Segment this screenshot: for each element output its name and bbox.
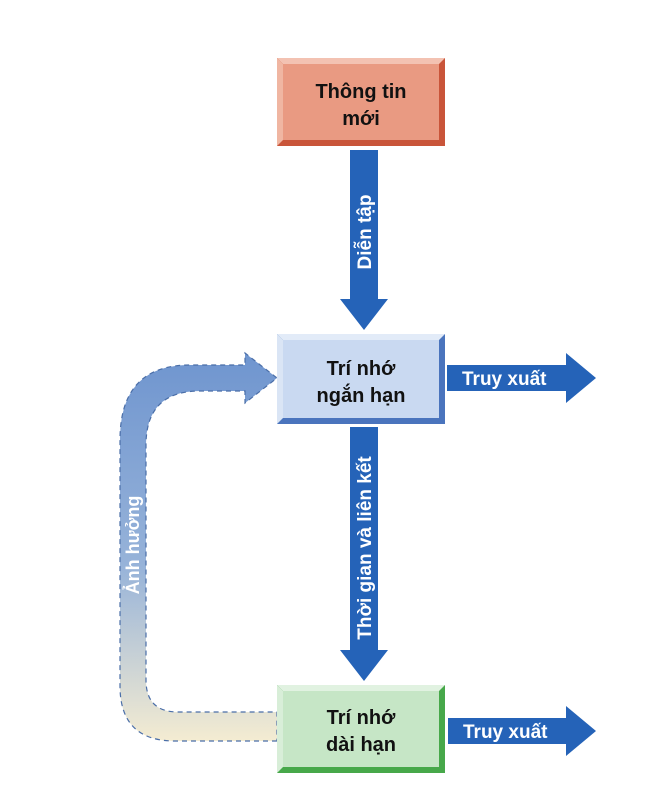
rehearsal-label: Diễn tập xyxy=(354,195,376,270)
time-association-label: Thời gian và liên kết xyxy=(355,456,376,640)
node-short-term-memory: Trí nhớ ngắn hạn xyxy=(277,334,445,424)
long-term-memory-line2: dài hạn xyxy=(326,734,396,756)
rehearsal-arrow: Diễn tập xyxy=(340,150,388,330)
short-term-memory-line2: ngắn hạn xyxy=(317,383,406,407)
short-term-memory-line1: Trí nhớ xyxy=(327,358,396,380)
long-term-memory-line1: Trí nhớ xyxy=(327,707,396,729)
retrieval-arrow-short-term: Truy xuất xyxy=(447,353,596,403)
influence-label: Ảnh hưởng xyxy=(122,496,143,595)
new-information-line1: Thông tin xyxy=(315,81,406,103)
node-new-information: Thông tin mới xyxy=(277,58,445,146)
retrieval-label-long-term: Truy xuất xyxy=(463,722,548,743)
new-information-line2: mới xyxy=(342,108,380,130)
retrieval-arrow-long-term: Truy xuất xyxy=(448,706,596,756)
influence-arrow: Ảnh hưởng xyxy=(119,351,278,742)
retrieval-label-short-term: Truy xuất xyxy=(462,369,547,390)
node-long-term-memory: Trí nhớ dài hạn xyxy=(277,685,445,773)
time-association-arrow: Thời gian và liên kết xyxy=(340,427,388,681)
